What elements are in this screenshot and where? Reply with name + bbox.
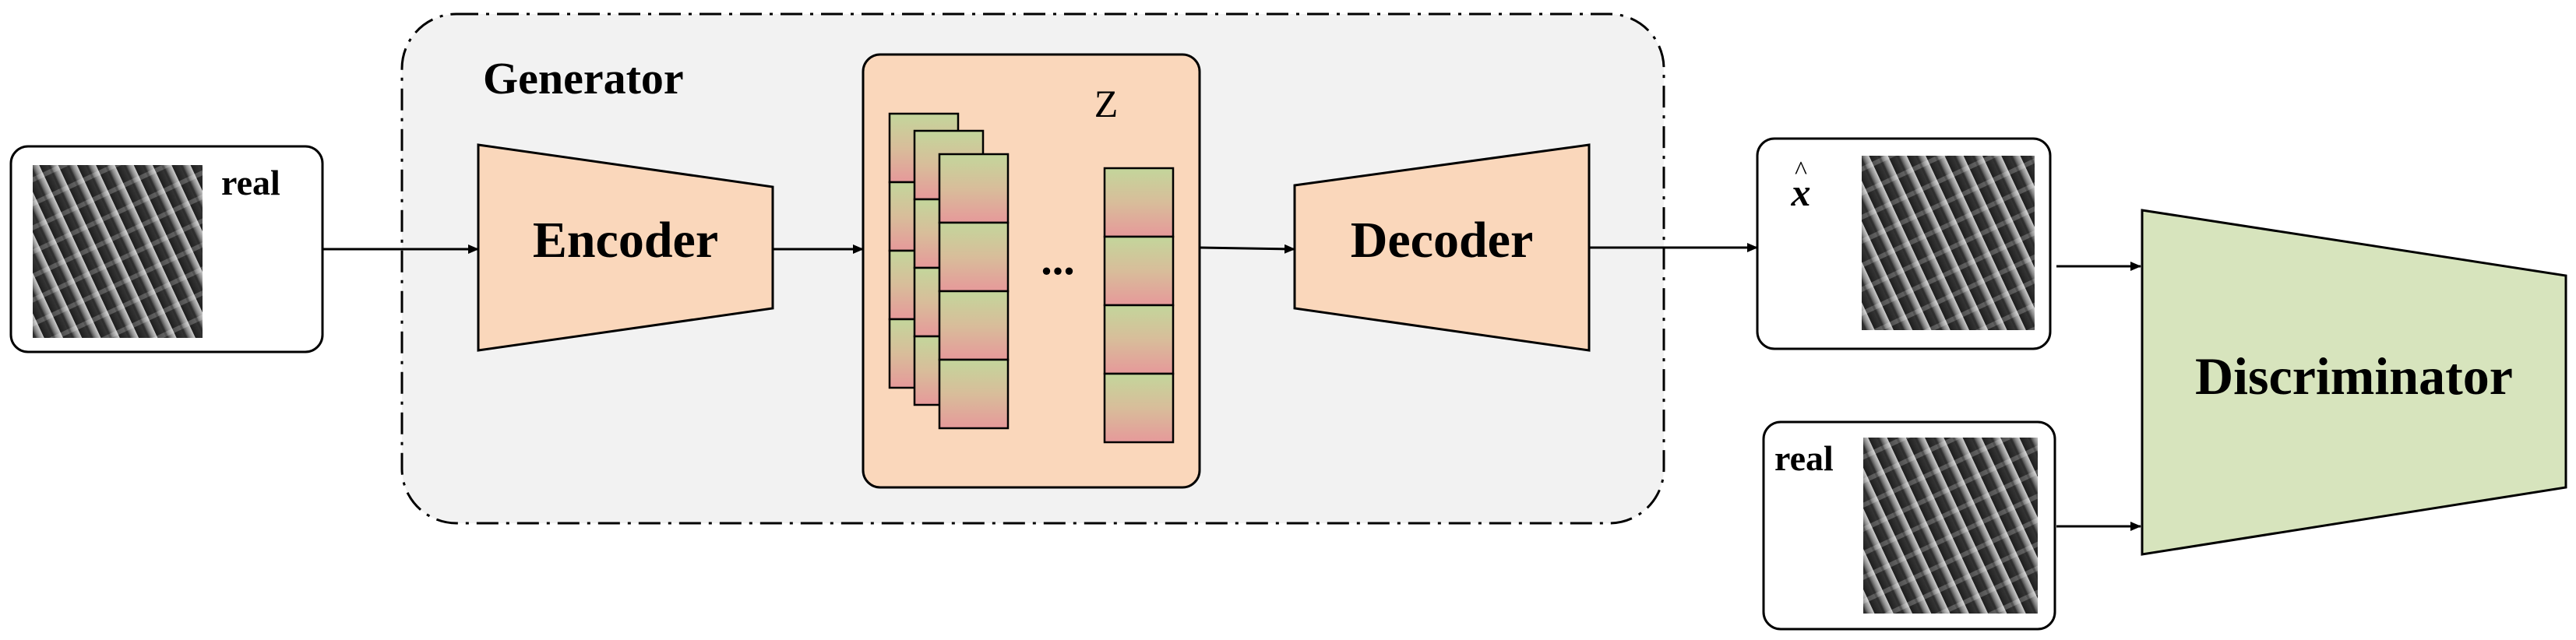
discriminator-block: Discriminator (2141, 209, 2567, 556)
decoder-block: Decoder (1293, 143, 1591, 352)
latent-box: Z ... (862, 53, 1201, 489)
input-real-label: real (221, 163, 280, 202)
generator-label: Generator (483, 53, 684, 104)
disc-real-label: real (1774, 438, 1834, 478)
latent-label: Z (1094, 82, 1119, 125)
disc-real-spectrogram-image (1863, 438, 2038, 614)
encoder-block: Encoder (477, 143, 774, 352)
disc-real-box: real (1762, 420, 2056, 631)
reconstruction-label: x (1791, 171, 1811, 214)
encoder-label: Encoder (533, 212, 718, 269)
reconstruction-spectrogram-image (1862, 156, 2035, 330)
decoder-label: Decoder (1351, 212, 1534, 269)
reconstruction-hat-symbol: ^ (1795, 156, 1807, 185)
discriminator-label: Discriminator (2195, 346, 2513, 406)
latent-ellipsis: ... (1041, 234, 1075, 284)
input-spectrogram-image (33, 165, 203, 338)
feature-map-stack (888, 112, 1010, 430)
arrow-latent-to-decoder (1199, 244, 1295, 254)
reconstruction-box: ^ x (1756, 137, 2052, 350)
input-real-box: real (9, 145, 324, 353)
feature-vector-column (1103, 167, 1175, 444)
